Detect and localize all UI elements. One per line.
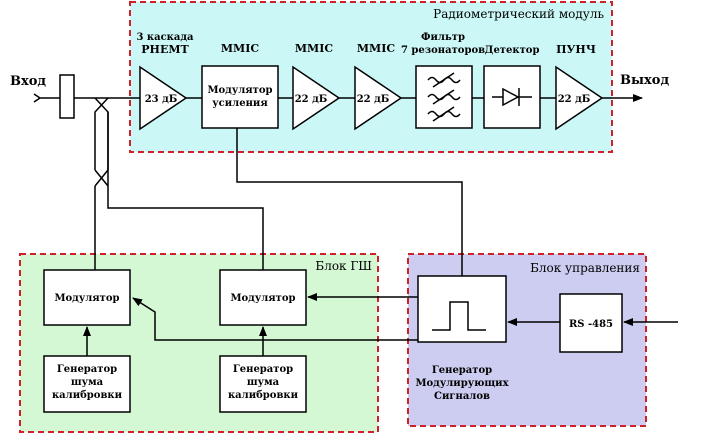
gain-modulator-line2: усиления	[212, 98, 268, 109]
noise-gen-left-line3: калибровки	[52, 390, 123, 401]
mod-signal-gen-line2: Модулирующих	[415, 378, 509, 389]
pulse-icon	[432, 301, 486, 331]
modulator-left-label: Модулятор	[54, 293, 119, 304]
phemt-amplifier	[139, 65, 188, 131]
output-label: Выход	[620, 73, 669, 88]
modulator-mid-block	[219, 269, 307, 326]
modulator-mid-label: Модулятор	[230, 293, 295, 304]
injection-line-left	[94, 97, 264, 270]
mod-signal-gen-line1: Генератор	[432, 365, 492, 376]
punch-label: ПУНЧ	[556, 43, 596, 56]
rs485-block	[559, 293, 623, 353]
injection-line-right	[94, 97, 109, 170]
modulator-left-block	[43, 269, 131, 326]
mod-signal-gen-block	[417, 275, 507, 343]
noise-gen-left-line1: Генератор	[57, 364, 117, 375]
punch-gain: 22 дБ	[558, 94, 591, 105]
diode-icon	[492, 87, 532, 107]
filter-wave-icon	[427, 72, 461, 122]
antenna-symbol	[33, 93, 60, 103]
mmic2-amplifier	[354, 65, 403, 131]
filter-label-2: 7 резонаторов	[401, 45, 485, 56]
gain-modulator-mmic-label: MMIC	[221, 42, 259, 55]
noise-gen-mid-line1: Генератор	[233, 364, 293, 375]
mmic2-label: MMIC	[357, 42, 395, 55]
input-label: Вход	[10, 74, 46, 89]
phemt-gain: 23 дБ	[145, 94, 178, 105]
rs485-label: RS -485	[569, 319, 613, 330]
control-block-title: Блок управления	[530, 261, 640, 275]
noise-gen-mid-line2: шума	[247, 377, 280, 388]
filter-label-1: Фильтр	[421, 32, 465, 43]
mod-signal-gen-line3: Сигналов	[434, 391, 490, 402]
phemt-label-1: 3 каскада	[136, 32, 194, 43]
mmic1-gain: 22 дБ	[295, 94, 328, 105]
mmic1-label: MMIC	[295, 42, 333, 55]
punch-amplifier	[555, 65, 604, 131]
gain-mod-control-line	[236, 128, 463, 276]
gain-modulator-block	[201, 65, 279, 129]
noise-gen-left-line2: шума	[71, 377, 104, 388]
noise-gen-mid-block	[219, 355, 307, 413]
detector-label: Детектор	[485, 45, 540, 56]
phemt-label-2: PHEMT	[141, 43, 189, 56]
noise-block-title: Блок ГШ	[315, 259, 372, 273]
mmic2-gain: 22 дБ	[357, 94, 390, 105]
gain-modulator-line1: Модулятор	[207, 85, 272, 96]
noise-gen-mid-line3: калибровки	[228, 390, 299, 401]
mmic1-amplifier	[292, 65, 341, 131]
crossover-left	[94, 169, 109, 187]
input-coupler	[59, 74, 75, 119]
radiometric-module-title: Радиометрический модуль	[433, 7, 604, 21]
